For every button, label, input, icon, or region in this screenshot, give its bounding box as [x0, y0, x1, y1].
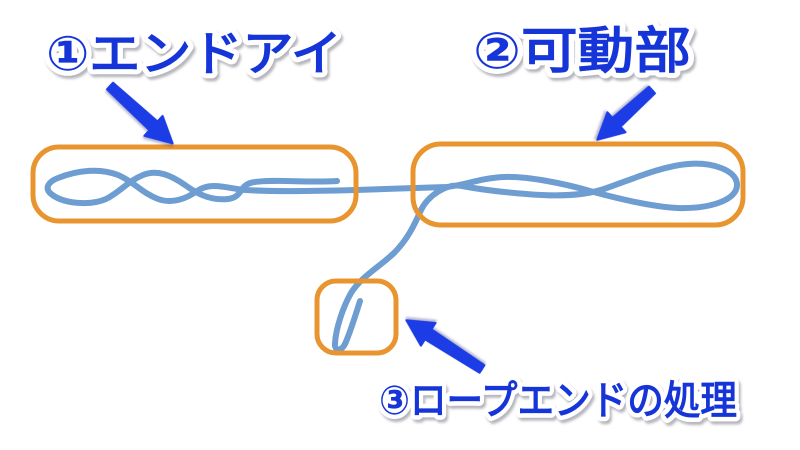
movable-part-arrow-icon	[596, 85, 657, 141]
rope-end-region-box	[314, 278, 399, 356]
rope-illustration-path	[44, 160, 740, 353]
rope-end-arrow-icon	[405, 319, 486, 374]
movable-part-label: ②可動部	[473, 23, 691, 79]
end-eye-arrow-icon	[105, 81, 174, 145]
end-eye-region-box	[30, 144, 359, 224]
movable-part-region-box	[410, 141, 746, 228]
end-eye-label: ①エンドアイ	[46, 28, 342, 81]
rope-end-label: ③ロープエンドの処理	[379, 379, 737, 423]
